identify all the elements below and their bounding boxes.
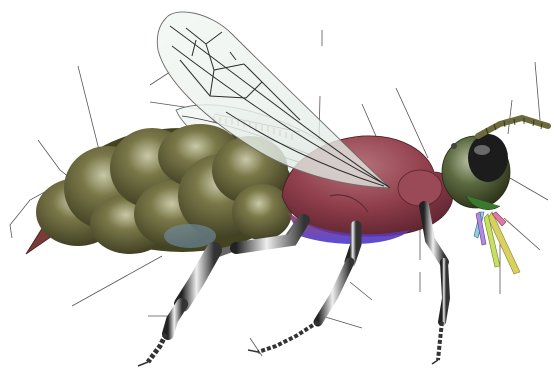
front-leg — [424, 206, 446, 364]
compound-eye — [468, 134, 508, 182]
mouthparts — [474, 212, 520, 274]
antenna — [478, 118, 548, 136]
